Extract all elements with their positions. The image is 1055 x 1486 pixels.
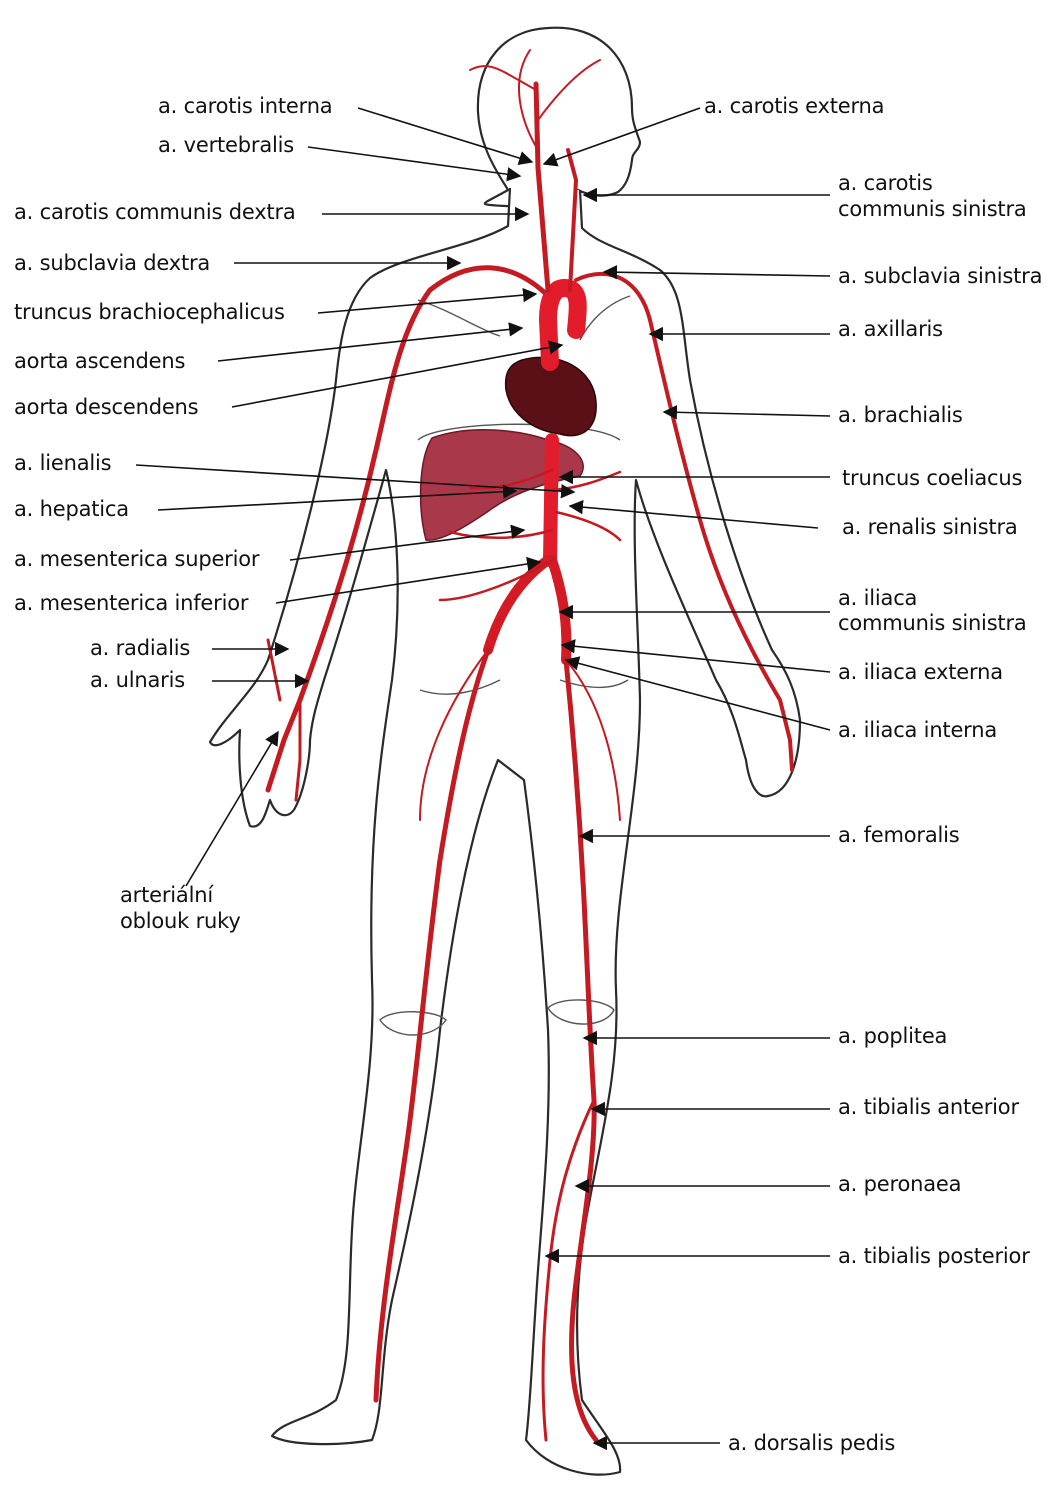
label-iliaca-interna: a. iliaca interna — [838, 718, 997, 743]
label-carotis-externa: a. carotis externa — [704, 94, 884, 119]
label-femoralis: a. femoralis — [838, 823, 960, 848]
label-arcus-line1: arteriální — [120, 883, 213, 908]
label-tibialis-anterior: a. tibialis anterior — [838, 1095, 1019, 1120]
label-carotis-communis-1: a. carotis — [838, 171, 933, 196]
label-aorta-ascendens: aorta ascendens — [14, 349, 185, 374]
label-vertebralis: a. vertebralis — [158, 133, 294, 158]
label-renalis-sinistra: a. renalis sinistra — [842, 515, 1018, 540]
label-mesenterica-inferior: a. mesenterica inferior — [14, 591, 248, 616]
label-brachialis: a. brachialis — [838, 403, 963, 428]
label-truncus-brachiocephalicus: truncus brachiocephalicus — [14, 300, 285, 325]
label-tibialis-posterior: a. tibialis posterior — [838, 1244, 1030, 1269]
label-lienalis: a. lienalis — [14, 451, 111, 476]
label-truncus-coeliacus: truncus coeliacus — [842, 466, 1022, 491]
head-outline — [478, 28, 640, 212]
label-carotis-communis-2: communis sinistra — [838, 197, 1027, 222]
aorta-descendens-trunk — [550, 440, 552, 560]
label-subclavia-dextra: a. subclavia dextra — [14, 251, 210, 276]
label-axillaris: a. axillaris — [838, 317, 943, 342]
label-peronaea: a. peronaea — [838, 1172, 961, 1197]
label-hepatica: a. hepatica — [14, 497, 129, 522]
label-iliaca-communis-2: communis sinistra — [838, 611, 1027, 636]
label-radialis: a. radialis — [90, 636, 190, 661]
label-iliaca-externa: a. iliaca externa — [838, 660, 1003, 685]
label-mesenterica-superior: a. mesenterica superior — [14, 547, 259, 572]
label-aorta-descendens: aorta descendens — [14, 395, 198, 420]
label-dorsalis-pedis: a. dorsalis pedis — [728, 1431, 895, 1456]
label-poplitea: a. poplitea — [838, 1024, 947, 1049]
label-carotis-communis-dextra: a. carotis communis dextra — [14, 200, 296, 225]
label-subclavia-sinistra: a. subclavia sinistra — [838, 264, 1042, 289]
label-iliaca-communis-1: a. iliaca — [838, 586, 917, 611]
label-carotis-interna: a. carotis interna — [158, 94, 332, 119]
label-ulnaris: a. ulnaris — [90, 668, 185, 693]
label-arcus-line2: oblouk ruky — [120, 909, 241, 934]
